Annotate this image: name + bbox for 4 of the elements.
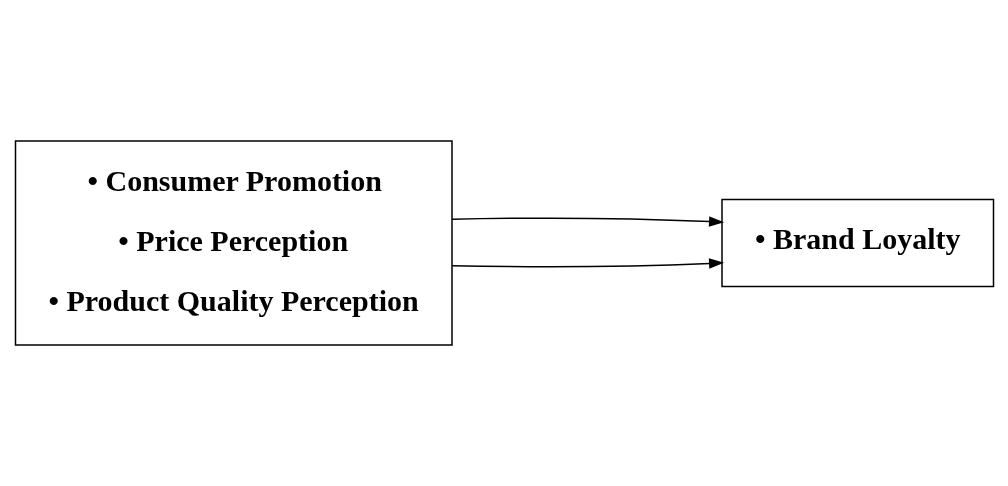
node-box: • Brand Loyalty bbox=[720, 198, 994, 288]
arrow bbox=[450, 216, 724, 227]
arrow bbox=[450, 258, 724, 269]
node-box: • Consumer Promotion • Price Perception • Product Quality Perception bbox=[14, 140, 453, 346]
